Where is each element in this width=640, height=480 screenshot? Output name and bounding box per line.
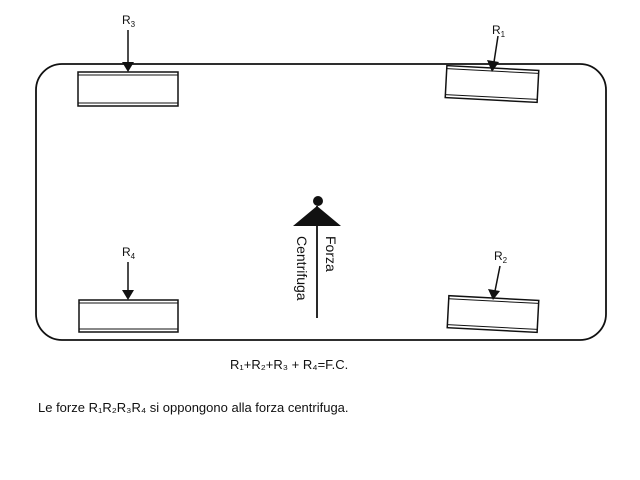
car-body-outline: [35, 63, 607, 341]
arrow-r1: [487, 35, 499, 72]
arrow-r2: [488, 265, 501, 300]
arrow-r3: [122, 30, 134, 72]
force-label-line1: Forza: [323, 236, 339, 272]
wheel-bottom-right: [446, 294, 540, 334]
label-r3: R3: [122, 13, 136, 29]
arrow-r4: [122, 262, 134, 300]
equation-text: R₁+R₂+R₃ + R₄=F.C.: [230, 357, 349, 372]
label-r4: R4: [122, 245, 136, 261]
caption-text: Le forze R₁R₂R₃R₄ si oppongono alla forz…: [38, 400, 349, 415]
wheel-top-left: [77, 71, 179, 107]
force-label-line2: Centrifuga: [294, 236, 310, 301]
centrifugal-force-arrow: [293, 196, 341, 318]
wheel-bottom-left: [78, 299, 179, 333]
label-r1: R1: [492, 23, 506, 39]
label-r2: R2: [494, 249, 508, 265]
